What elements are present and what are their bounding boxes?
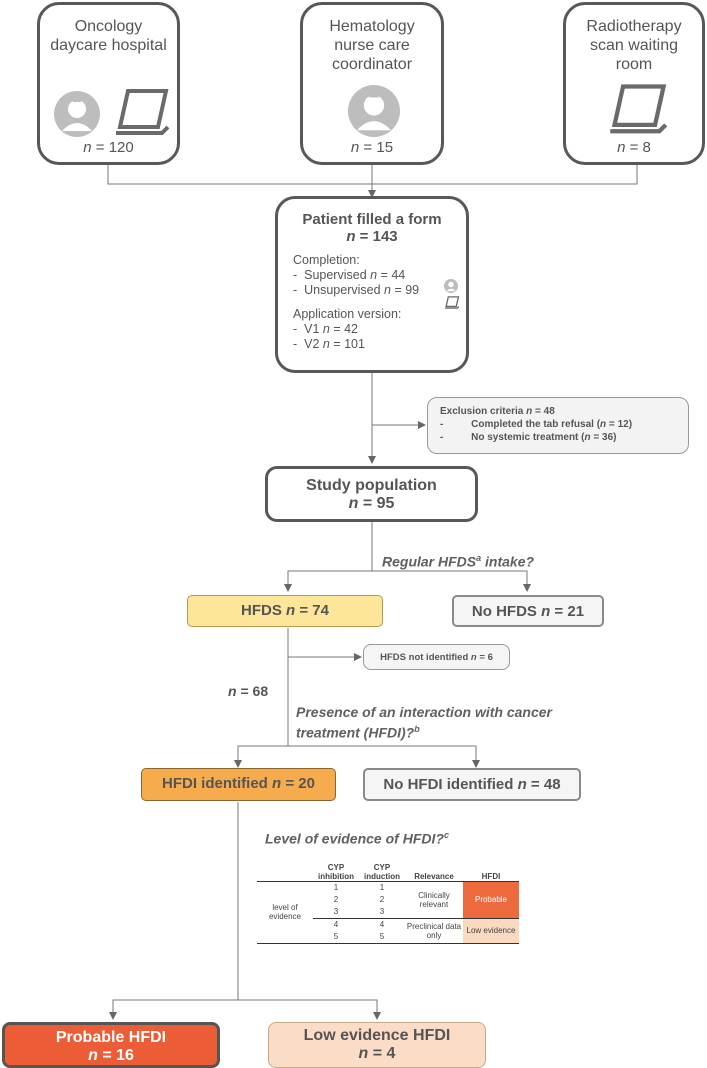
source-box-hematology: Hematology nurse care coordinator n = 15 — [300, 2, 444, 165]
level-cell: 3 — [333, 907, 339, 916]
level-cell: 1 — [333, 883, 339, 892]
level-cell: 5 — [379, 932, 385, 941]
form-box: Patient filled a form n = 143 Completion… — [275, 196, 469, 373]
hfdi-probable-cell: Probable — [463, 881, 519, 918]
study-count: n = 95 — [348, 495, 395, 512]
relevance-preclinical: Preclinical data only — [406, 921, 462, 940]
nurse-icon — [444, 279, 458, 293]
nurse-icon — [348, 85, 400, 137]
relevance-clinical: Clinically relevant — [418, 890, 450, 909]
source-box-radiotherapy: Radiotherapy scan waiting room n = 8 — [563, 2, 705, 165]
evidence-table: CYP inhibition CYP induction Relevance H… — [257, 853, 519, 944]
source-count: n = 15 — [350, 139, 394, 156]
level-cell: 3 — [379, 907, 385, 916]
study-title: Study population — [306, 477, 437, 494]
level-cell: 4 — [379, 920, 385, 929]
level-cell: 4 — [333, 920, 339, 929]
source-title: Radiotherapy scan waiting room — [586, 18, 682, 73]
probable-hfdi-box: Probable HFDI n = 16 — [2, 1022, 220, 1068]
header-cyp-induction: CYP induction — [364, 862, 400, 881]
completion-item-supervised: - Supervised n = 44 — [293, 268, 406, 282]
no-hfdi-box: No HFDI identified n = 48 — [363, 768, 581, 801]
tablet-icon — [444, 296, 460, 310]
exclusion-item-refusal: - Completed the tab refusal (n = 12) — [440, 419, 633, 430]
n68-label: n = 68 — [228, 683, 269, 699]
hfds-not-identified-box: HFDS not identified n = 6 — [363, 644, 510, 670]
version-item-v2: - V2 n = 101 — [293, 337, 365, 351]
tablet-icon — [112, 89, 172, 139]
tablet-icon — [606, 83, 670, 139]
level-cell: 5 — [333, 932, 339, 941]
source-box-oncology: Oncology daycare hospital n = 120 — [37, 2, 180, 165]
version-heading: Application version: — [293, 307, 402, 321]
source-count: n = 120 — [83, 139, 134, 156]
header-cyp-inhibition: CYP inhibition — [318, 862, 354, 881]
question-hfdi: Presence of an interaction with cancer t… — [296, 704, 552, 741]
study-population-box: Study population n = 95 — [265, 466, 478, 522]
low-evidence-hfdi-box: Low evidence HFDI n = 4 — [268, 1022, 486, 1068]
row-label: level of evidence — [268, 903, 302, 921]
question-hfds-intake: Regular HFDSa intake? — [382, 553, 535, 570]
question-evidence: Level of evidence of HFDI?c — [265, 830, 449, 847]
form-title: Patient filled a form — [302, 211, 442, 228]
level-cell: 1 — [379, 883, 385, 892]
hfdi-low-cell: Low evidence — [463, 918, 519, 943]
source-title: Oncology daycare hospital — [50, 18, 167, 54]
exclusion-item-no-treatment: - No systemic treatment (n = 36) — [440, 432, 617, 443]
nurse-icon — [54, 91, 100, 137]
header-relevance: Relevance — [414, 871, 454, 881]
completion-item-unsupervised: - Unsupervised n = 99 — [293, 283, 420, 297]
hfdi-identified-box: HFDI identified n = 20 — [141, 768, 336, 801]
no-hfds-box: No HFDS n = 21 — [452, 595, 604, 627]
hfds-box: HFDS n = 74 — [187, 595, 383, 627]
source-count: n = 8 — [617, 139, 651, 156]
form-count: n = 143 — [346, 228, 398, 245]
completion-heading: Completion: — [293, 253, 360, 267]
header-hfdi: HFDI — [481, 871, 501, 881]
source-title: Hematology nurse care coordinator — [329, 18, 415, 73]
level-cell: 2 — [379, 895, 385, 904]
exclusion-title: Exclusion criteria n = 48 — [440, 406, 555, 417]
level-cell: 2 — [333, 895, 339, 904]
version-item-v1: - V1 n = 42 — [293, 322, 358, 336]
exclusion-box: Exclusion criteria n = 48 - Completed th… — [427, 397, 689, 454]
